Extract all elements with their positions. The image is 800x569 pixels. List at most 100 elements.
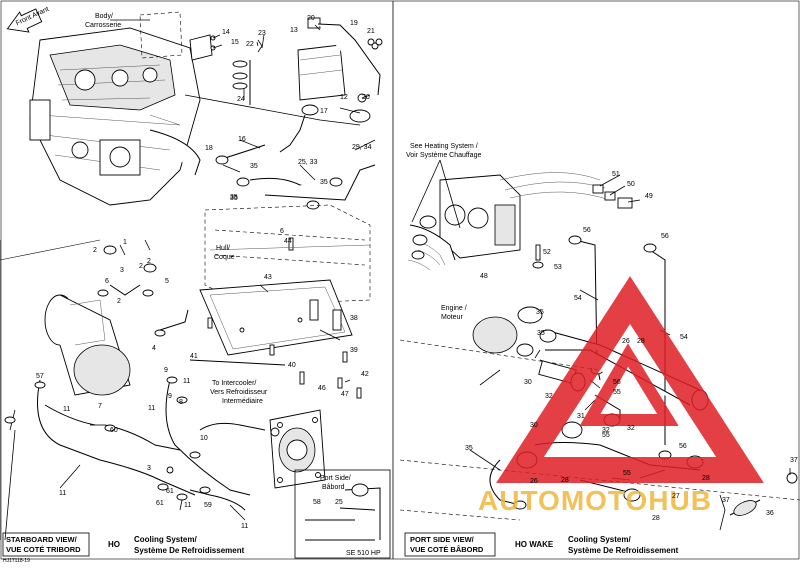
left-callout: 35	[230, 195, 238, 202]
front-arrow: Front Avant	[6, 6, 50, 33]
left-callout: 60	[110, 427, 118, 434]
left-callout: 12	[340, 94, 348, 101]
note-intercooler-fr: Vers Refroidisseur	[210, 389, 268, 396]
small-fittings	[97, 239, 189, 337]
left-callout: 5	[165, 278, 169, 285]
right-callout: 32	[627, 425, 635, 432]
left-callout: 58	[313, 499, 321, 506]
left-leader-lines	[0, 19, 376, 540]
right-callout: 54	[680, 334, 688, 341]
left-callout: 16	[238, 136, 246, 143]
left-callout: 24	[237, 96, 245, 103]
note-body-en: Body/	[95, 13, 113, 20]
right-callout: 31	[577, 413, 585, 420]
right-hull-outline	[399, 339, 800, 521]
left-callout: 15	[231, 39, 239, 46]
left-callout: 9	[168, 393, 172, 400]
body-bracket	[139, 11, 263, 105]
left-callout: 6	[280, 228, 284, 235]
left-callout: 11	[183, 378, 190, 385]
left-callout: 59	[204, 502, 212, 509]
left-callout: 13	[290, 27, 298, 34]
note-port-side-en: Port Side/	[320, 475, 351, 482]
right-title-fr: Système De Refroidissement	[568, 546, 679, 555]
note-port-side-fr: Bâbord	[322, 484, 345, 491]
starboard-view-box	[2, 532, 90, 557]
right-callout: 28	[561, 477, 569, 484]
left-callout: 35	[230, 194, 238, 201]
left-callout: 2	[117, 298, 121, 305]
left-callout: 57	[36, 373, 44, 380]
right-callout: 55	[623, 470, 631, 477]
right-callout: 35	[465, 445, 473, 452]
right-caption: PORT SIDE VIEW/ VUE COTÉ BÂBORD HO WAKE …	[404, 532, 679, 557]
left-callout: 38	[350, 315, 358, 322]
drain-parts	[719, 472, 798, 531]
heater-coils	[407, 215, 456, 271]
engine-assembly	[29, 27, 201, 206]
left-callout: 35	[320, 179, 328, 186]
left-callout: 3	[147, 465, 151, 472]
note-hull-fr: Coque	[214, 254, 235, 261]
right-callout: 26	[530, 478, 538, 485]
left-title-fr: Système De Refroidissement	[134, 546, 245, 555]
note-intercooler-en: To Intercooler/	[212, 380, 256, 387]
left-callout: 18	[205, 145, 213, 152]
right-callout: 49	[645, 193, 653, 200]
left-callout: 11	[59, 490, 66, 497]
left-callout: 11	[184, 502, 191, 509]
port-view-label-en: PORT SIDE VIEW/	[410, 535, 475, 544]
left-callout: 23	[258, 30, 266, 37]
right-callout: 32	[545, 393, 553, 400]
inset-tag: SE 510 HP	[346, 550, 381, 557]
left-callout: 11	[241, 523, 248, 530]
right-callout: 50	[627, 181, 635, 188]
engine-part	[472, 306, 543, 357]
right-callout: 54	[574, 295, 582, 302]
left-callout: 25	[335, 499, 343, 506]
left-callout: 46	[318, 385, 326, 392]
left-callout: 4	[152, 345, 156, 352]
port-view-label-fr: VUE COTÉ BÂBORD	[410, 545, 484, 554]
left-callout: 11	[148, 405, 155, 412]
note-heating-en: See Heating System /	[410, 143, 478, 150]
right-callout: 56	[583, 227, 591, 234]
left-title-en: Cooling System/	[134, 535, 197, 544]
left-callout: 20	[307, 15, 315, 22]
watermark-triangle	[496, 276, 764, 483]
starboard-view-label-en: STARBOARD VIEW/	[6, 535, 78, 544]
left-callout: 25, 33	[298, 159, 318, 166]
left-callout: 19	[350, 20, 358, 27]
left-callout: 2	[147, 258, 151, 265]
left-callout: 29, 34	[352, 144, 372, 151]
left-callout: 22	[246, 41, 254, 48]
right-callout: 48	[480, 273, 488, 280]
right-callout: 52	[543, 249, 551, 256]
left-callout: 42	[361, 371, 369, 378]
watermark-inner-triangle	[579, 343, 679, 426]
left-callout: 11	[63, 406, 70, 413]
right-model-label: HO WAKE	[515, 540, 554, 549]
left-callout: 17	[320, 108, 328, 115]
left-callout: 44	[284, 238, 292, 245]
right-callout: 56	[661, 233, 669, 240]
port-side-inset	[294, 469, 391, 559]
right-callout: 28	[637, 338, 645, 345]
intercooler-cover	[269, 409, 326, 489]
right-callout: 30	[524, 379, 532, 386]
watermark-text: AUTOMOTOHUB	[478, 485, 712, 516]
note-hull-en: Hull/	[216, 245, 230, 252]
left-callout: 2	[139, 263, 143, 270]
right-callout: 27	[672, 493, 680, 500]
note-intercooler-fr-2: Intermédiaire	[222, 398, 263, 405]
starboard-view-panel: Front Avant	[0, 6, 391, 559]
left-callout: 9	[164, 367, 168, 374]
coolant-reservoir	[279, 17, 383, 153]
right-callout: 35	[537, 330, 545, 337]
left-callout: 40	[288, 362, 296, 369]
left-callout: 61	[166, 488, 174, 495]
left-callout: 10	[200, 435, 208, 442]
